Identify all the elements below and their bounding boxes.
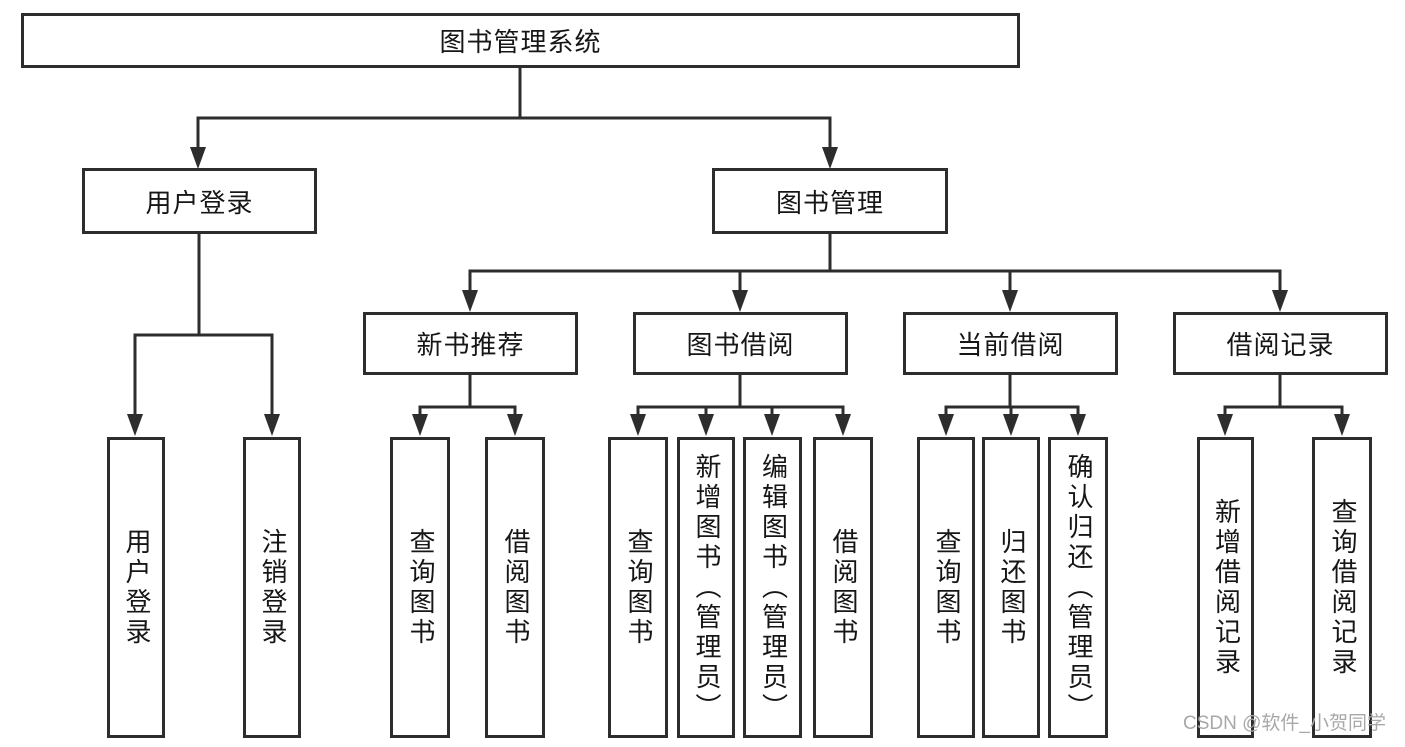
node-book-management-label: 图书管理 [775,187,884,218]
leaf-borrow-borrow-label: 借阅图书 [828,527,859,648]
node-new-book-recommend: 新书推荐 [363,312,578,375]
leaf-current-confirm-admin-label: 确认归还（管理员） [1063,452,1094,723]
leaf-current-return: 归还图书 [982,437,1040,738]
leaf-newbook-borrow: 借阅图书 [485,437,545,738]
leaf-borrow-edit-admin: 编辑图书（管理员） [743,437,802,738]
leaf-borrow-edit-admin-label: 编辑图书（管理员） [758,452,789,723]
leaf-borrow-borrow: 借阅图书 [813,437,873,738]
leaf-logout-label: 注销登录 [257,527,288,648]
leaf-newbook-query: 查询图书 [390,437,450,738]
leaf-current-confirm-admin: 确认归还（管理员） [1048,437,1108,738]
leaf-borrow-query: 查询图书 [608,437,668,738]
leaf-user-login-label: 用户登录 [121,527,152,648]
leaf-logout: 注销登录 [243,437,301,738]
node-user-login-label: 用户登录 [145,187,254,218]
node-new-book-recommend-label: 新书推荐 [416,330,525,360]
node-user-login: 用户登录 [82,168,317,234]
leaf-newbook-borrow-label: 借阅图书 [500,527,531,648]
node-current-borrow: 当前借阅 [903,312,1118,375]
node-current-borrow-label: 当前借阅 [956,330,1065,360]
node-borrow-records-label: 借阅记录 [1226,330,1335,360]
leaf-user-login: 用户登录 [107,437,165,738]
node-book-borrow-label: 图书借阅 [686,330,795,360]
leaf-records-query: 查询借阅记录 [1312,437,1372,738]
node-root-label: 图书管理系统 [439,27,602,57]
leaf-records-add: 新增借阅记录 [1197,437,1254,738]
leaf-newbook-query-label: 查询图书 [405,527,436,648]
leaf-borrow-add-admin: 新增图书（管理员） [677,437,735,738]
leaf-records-query-label: 查询借阅记录 [1327,497,1358,678]
node-book-management: 图书管理 [712,168,948,234]
leaf-current-query: 查询图书 [917,437,975,738]
leaf-current-query-label: 查询图书 [931,527,962,648]
leaf-current-return-label: 归还图书 [996,527,1027,648]
node-root: 图书管理系统 [21,13,1020,68]
leaf-borrow-add-admin-label: 新增图书（管理员） [691,452,722,723]
csdn-watermark: CSDN @软件_小贺同学 [1183,713,1386,734]
node-book-borrow: 图书借阅 [633,312,848,375]
node-borrow-records: 借阅记录 [1173,312,1388,375]
leaf-borrow-query-label: 查询图书 [623,527,654,648]
leaf-records-add-label: 新增借阅记录 [1211,497,1242,678]
